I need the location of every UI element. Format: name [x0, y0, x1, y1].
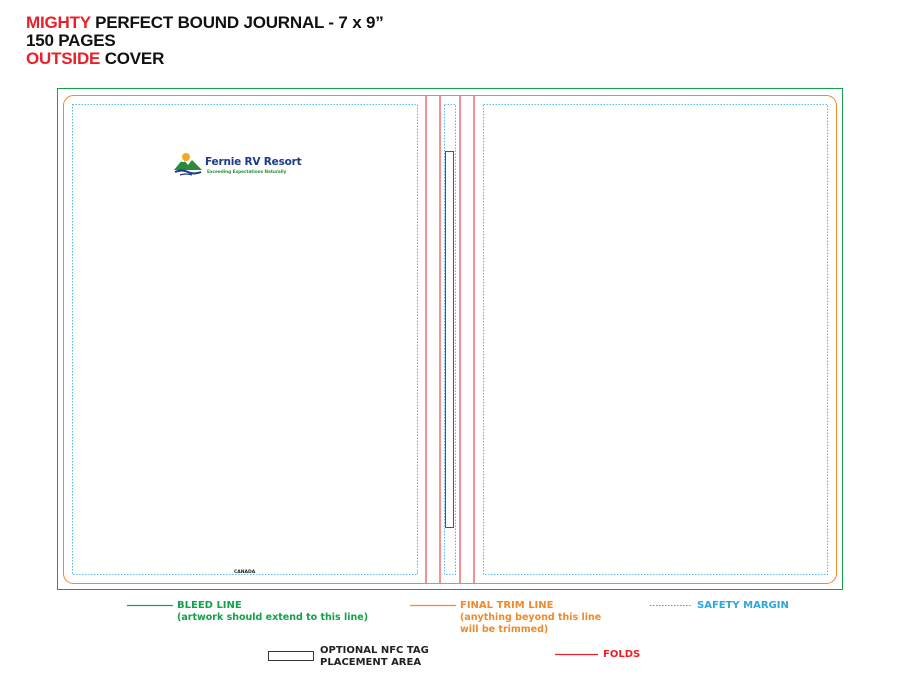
legend-bleed-title: BLEED LINE: [177, 600, 242, 611]
document-header: MIGHTY PERFECT BOUND JOURNAL - 7 x 9” 15…: [26, 14, 384, 68]
legend-folds-title: FOLDS: [603, 649, 641, 660]
cover-side-highlight: OUTSIDE: [26, 49, 101, 68]
nfc-tag-area: [445, 151, 454, 528]
safety-margin-front: [483, 104, 828, 575]
page-count-line: 150 PAGES: [26, 31, 116, 50]
legend-nfc-swatch: [268, 651, 314, 661]
legend-nfc: OPTIONAL NFC TAG PLACEMENT AREA: [320, 645, 429, 669]
legend-safety-title: SAFETY MARGIN: [697, 600, 789, 611]
title-rest: PERFECT BOUND JOURNAL - 7 x 9”: [90, 13, 384, 32]
safety-margin-spine: [444, 104, 456, 575]
legend-trim-note-2: will be trimmed): [460, 624, 549, 635]
legend-bleed: BLEED LINE (artwork should extend to thi…: [177, 600, 368, 624]
legend-trim-title: FINAL TRIM LINE: [460, 600, 554, 611]
logo-name: Fernie RV Resort: [205, 156, 302, 168]
fernie-rv-resort-logo: Fernie RV Resort Exceeding Expectations …: [172, 150, 302, 178]
logo-tagline: Exceeding Expectations Naturally: [207, 169, 287, 174]
legend-trim: FINAL TRIM LINE (anything beyond this li…: [460, 600, 601, 636]
cover-side-line: OUTSIDE COVER: [26, 50, 384, 68]
cover-side-rest: COVER: [100, 49, 165, 68]
legend-folds: FOLDS: [603, 649, 640, 661]
mountain-logo-icon: [174, 153, 202, 176]
safety-margin-back: [72, 104, 418, 575]
legend-trim-note-1: (anything beyond this line: [460, 612, 602, 623]
canada-label: CANADA: [234, 570, 256, 575]
legend-nfc-title-1: OPTIONAL NFC TAG: [320, 645, 429, 656]
title-highlight: MIGHTY: [26, 13, 91, 32]
legend-nfc-title-2: PLACEMENT AREA: [320, 657, 422, 668]
legend-safety: SAFETY MARGIN: [697, 600, 789, 612]
final-trim-line: [63, 95, 837, 584]
title-line: MIGHTY PERFECT BOUND JOURNAL - 7 x 9”: [26, 14, 384, 32]
legend-bleed-note: (artwork should extend to this line): [177, 612, 369, 623]
bleed-line: [57, 88, 843, 590]
